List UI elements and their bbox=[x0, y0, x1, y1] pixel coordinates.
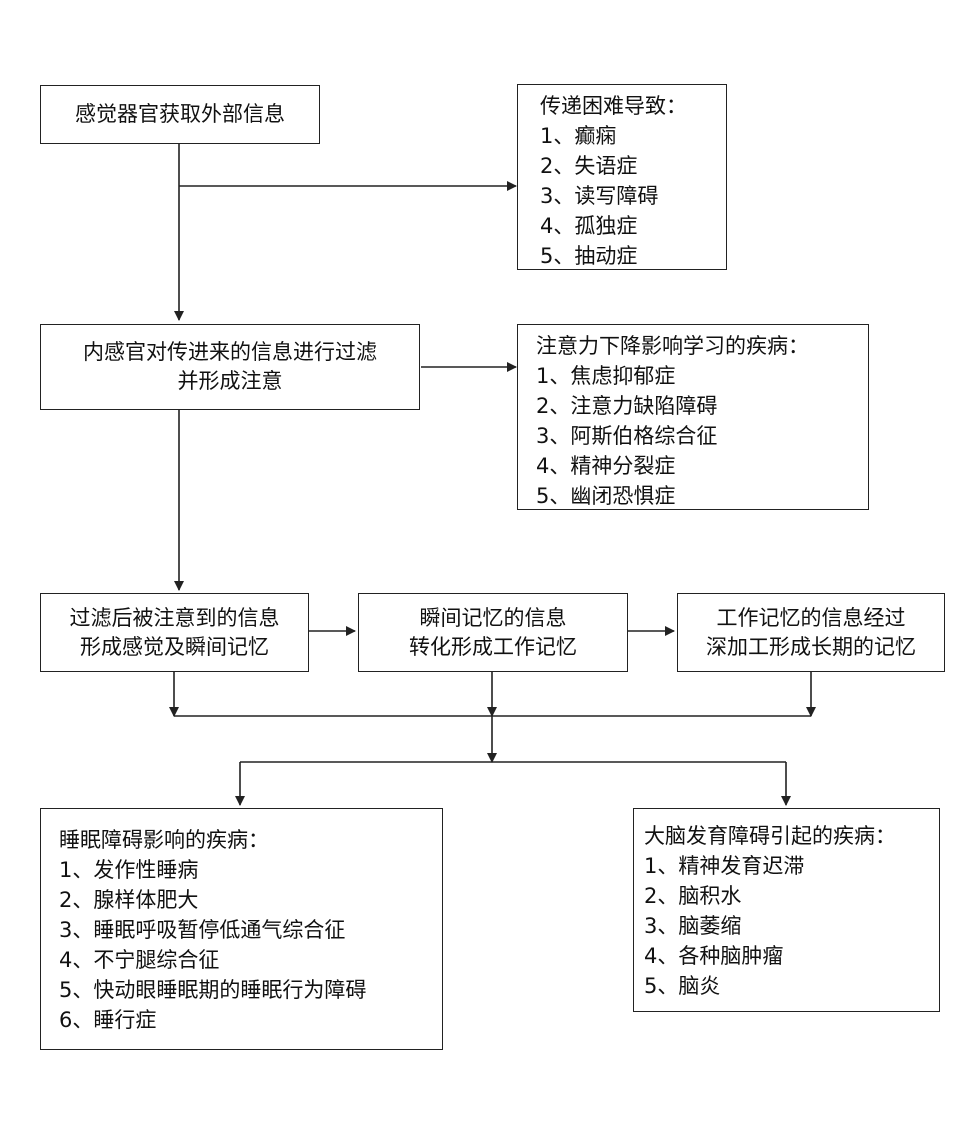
box-attention-item-5: 5、幽闭恐惧症 bbox=[536, 484, 676, 508]
box-transmission-item-4: 4、孤独症 bbox=[540, 214, 638, 238]
box-transmission-item-3: 3、读写障碍 bbox=[540, 184, 659, 208]
box-working-memory: 瞬间记忆的信息 转化形成工作记忆 bbox=[358, 593, 628, 672]
box-sensory-memory-line-1: 过滤后被注意到的信息 bbox=[69, 605, 280, 630]
box-long-term-memory: 工作记忆的信息经过 深加工形成长期的记忆 bbox=[677, 593, 945, 672]
box-working-memory-line-1: 瞬间记忆的信息 bbox=[419, 605, 567, 630]
box-brain-item-5: 5、脑炎 bbox=[644, 974, 721, 998]
box-sensory-memory: 过滤后被注意到的信息 形成感觉及瞬间记忆 bbox=[40, 593, 309, 672]
box-attention-item-2: 2、注意力缺陷障碍 bbox=[536, 394, 718, 418]
box-long-term-memory-line-1: 工作记忆的信息经过 bbox=[716, 605, 906, 630]
box-attention-title: 注意力下降影响学习的疾病： bbox=[536, 334, 809, 358]
box-filter-line-2: 并形成注意 bbox=[177, 369, 283, 393]
box-brain-item-1: 1、精神发育迟滞 bbox=[644, 854, 805, 878]
box-sensory-memory-line-2: 形成感觉及瞬间记忆 bbox=[80, 634, 269, 659]
box-transmission-title: 传递困难导致： bbox=[540, 94, 687, 118]
box-working-memory-line-2: 转化形成工作记忆 bbox=[409, 634, 577, 659]
box-sleep-item-5: 5、快动眼睡眠期的睡眠行为障碍 bbox=[59, 978, 367, 1002]
box-sleep-item-4: 4、不宁腿综合征 bbox=[59, 948, 220, 972]
box-brain-title: 大脑发育障碍引起的疾病： bbox=[644, 824, 896, 848]
box-sleep-item-3: 3、睡眠呼吸暂停低通气综合征 bbox=[59, 918, 346, 942]
box-sleep-title: 睡眠障碍影响的疾病： bbox=[59, 828, 269, 852]
box-filter-line-1: 内感官对传进来的信息进行过滤 bbox=[83, 340, 377, 364]
box-attention-item-3: 3、阿斯伯格综合征 bbox=[536, 424, 718, 448]
box-transmission: 传递困难导致： 1、癫痫 2、失语症 3、读写障碍 4、孤独症 5、抽动症 bbox=[517, 84, 727, 270]
box-transmission-item-5: 5、抽动症 bbox=[540, 244, 638, 268]
box-attention: 注意力下降影响学习的疾病： 1、焦虑抑郁症 2、注意力缺陷障碍 3、阿斯伯格综合… bbox=[517, 324, 869, 510]
box-filter: 内感官对传进来的信息进行过滤 并形成注意 bbox=[40, 324, 420, 410]
box-sleep-item-6: 6、睡行症 bbox=[59, 1008, 157, 1032]
box-brain: 大脑发育障碍引起的疾病： 1、精神发育迟滞 2、脑积水 3、脑萎缩 4、各种脑肿… bbox=[633, 808, 940, 1012]
box-sense: 感觉器官获取外部信息 bbox=[40, 85, 320, 144]
box-sleep-item-1: 1、发作性睡病 bbox=[59, 858, 199, 882]
box-attention-item-4: 4、精神分裂症 bbox=[536, 454, 676, 478]
box-sense-line-1: 感觉器官获取外部信息 bbox=[75, 102, 285, 126]
box-transmission-item-1: 1、癫痫 bbox=[540, 124, 617, 148]
box-transmission-item-2: 2、失语症 bbox=[540, 154, 638, 178]
box-brain-item-4: 4、各种脑肿瘤 bbox=[644, 944, 784, 968]
box-brain-item-2: 2、脑积水 bbox=[644, 884, 742, 908]
box-sleep-item-2: 2、腺样体肥大 bbox=[59, 888, 199, 912]
box-attention-item-1: 1、焦虑抑郁症 bbox=[536, 364, 676, 388]
box-long-term-memory-line-2: 深加工形成长期的记忆 bbox=[706, 634, 916, 659]
box-sleep: 睡眠障碍影响的疾病： 1、发作性睡病 2、腺样体肥大 3、睡眠呼吸暂停低通气综合… bbox=[40, 808, 443, 1050]
box-brain-item-3: 3、脑萎缩 bbox=[644, 914, 742, 938]
